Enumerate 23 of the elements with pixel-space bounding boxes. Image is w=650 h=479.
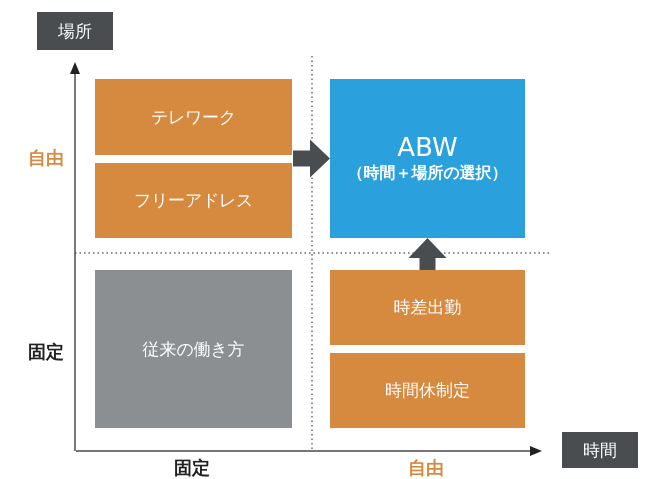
- axis-value-label: 固定: [174, 457, 210, 479]
- node-title: 時差出勤: [394, 297, 462, 319]
- process-box: [330, 270, 525, 345]
- axis-value-label: 自由: [408, 457, 444, 479]
- node-title: 時間: [583, 440, 617, 462]
- node-title: 従来の働き方: [142, 338, 244, 360]
- process-box: [95, 163, 292, 238]
- node-title: ABW: [397, 133, 458, 163]
- process-box: [330, 353, 525, 428]
- process-box: [95, 270, 292, 428]
- block-arrow: [293, 140, 330, 178]
- node-title: 時間休制定: [385, 380, 470, 402]
- node-subtitle: （時間＋場所の選択）: [348, 163, 508, 184]
- block-arrow: [408, 238, 446, 270]
- axis-label-box: [37, 12, 113, 50]
- node-title: 場所: [58, 20, 92, 42]
- highlight-box: [330, 79, 525, 238]
- axis-value-label: 自由: [28, 147, 64, 170]
- axis-value-label: 固定: [28, 341, 64, 364]
- process-box: [95, 79, 292, 155]
- node-title: テレワーク: [151, 106, 236, 128]
- node-title: フリーアドレス: [134, 190, 253, 212]
- axis-label-box: [562, 432, 638, 468]
